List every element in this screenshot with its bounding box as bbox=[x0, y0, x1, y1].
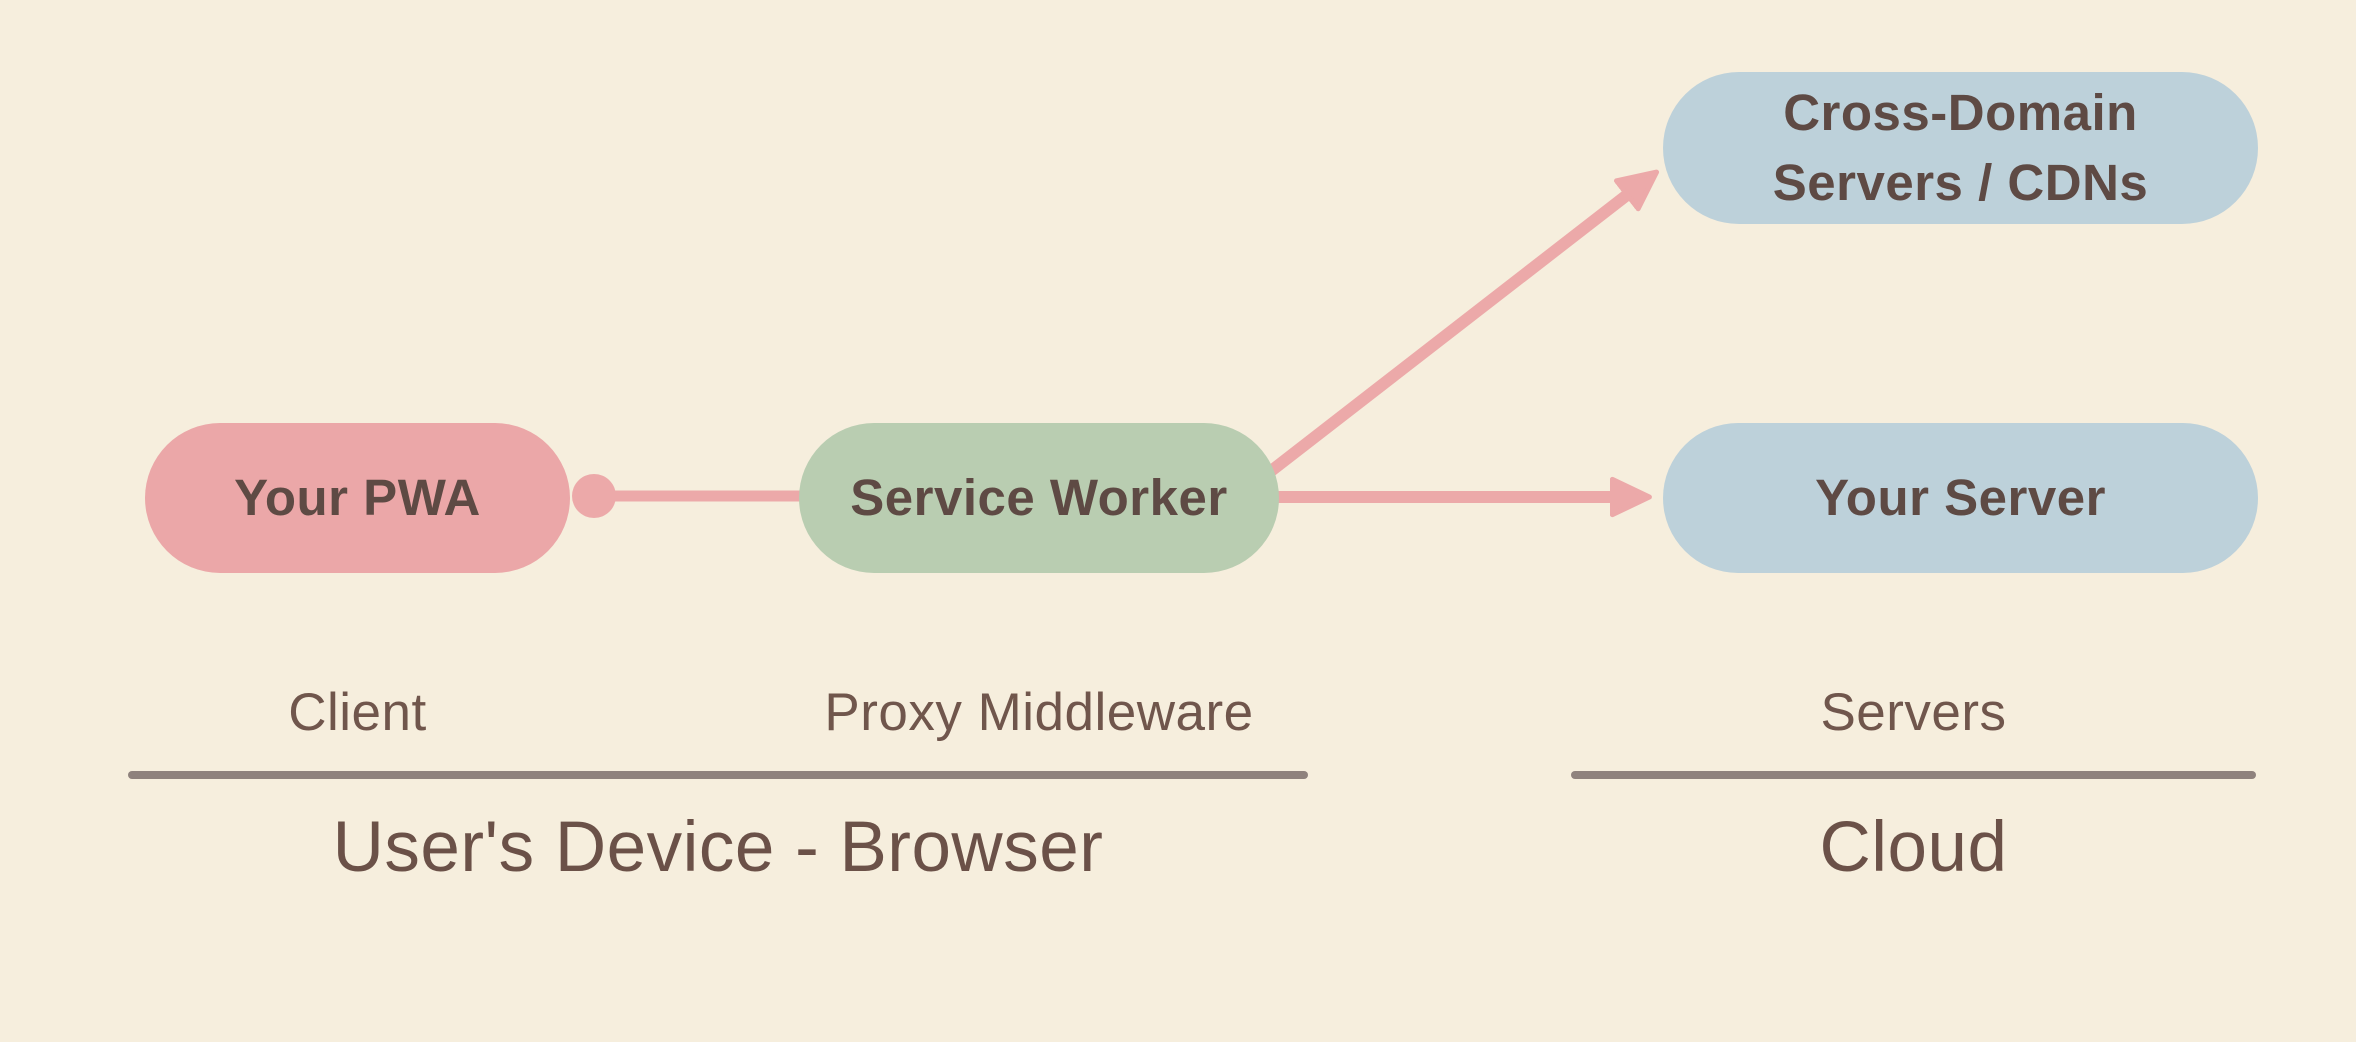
role-label-proxy-middleware: Proxy Middleware bbox=[824, 682, 1254, 742]
group-label-cloud: Cloud bbox=[1819, 807, 2008, 887]
node-your-pwa-label: Your PWA bbox=[234, 469, 481, 526]
node-service-worker-label: Service Worker bbox=[850, 469, 1228, 526]
arrow-service-worker-to-cross-domain bbox=[1258, 169, 1660, 483]
node-your-pwa: Your PWA bbox=[145, 423, 570, 573]
node-your-server: Your Server bbox=[1663, 423, 2258, 573]
node-cross-domain-servers: Cross-Domain Servers / CDNs bbox=[1663, 72, 2258, 224]
connector-dot-pwa bbox=[572, 474, 616, 518]
divider-cloud bbox=[1571, 771, 2256, 779]
role-label-client: Client bbox=[288, 682, 427, 742]
role-label-servers: Servers bbox=[1820, 682, 2007, 742]
group-label-users-device: User's Device - Browser bbox=[332, 807, 1104, 887]
node-your-server-label: Your Server bbox=[1815, 469, 2106, 526]
divider-users-device bbox=[128, 771, 1308, 779]
node-cross-domain-label-line2: Servers / CDNs bbox=[1772, 154, 2149, 211]
node-service-worker: Service Worker bbox=[799, 423, 1279, 573]
node-cross-domain-label-line1: Cross-Domain bbox=[1783, 84, 2138, 141]
